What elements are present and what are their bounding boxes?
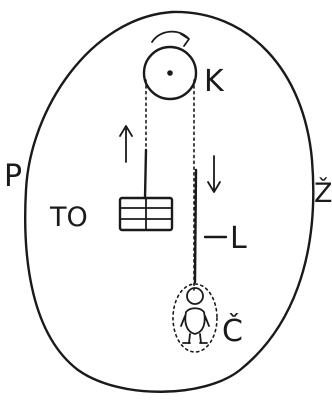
rotation-arc xyxy=(152,32,188,42)
rope-right-solid xyxy=(195,170,196,282)
label-z: Ž xyxy=(314,177,332,209)
person-figure xyxy=(181,288,209,343)
rope-left-solid xyxy=(145,150,146,198)
person-enclosure xyxy=(173,284,217,352)
label-k: K xyxy=(204,64,225,99)
pulley-axle xyxy=(167,70,173,76)
counterweight-box xyxy=(120,198,172,230)
label-to: TO xyxy=(49,202,88,233)
label-c: Č xyxy=(222,312,243,349)
label-l: L xyxy=(230,221,247,256)
rotation-arrowhead xyxy=(181,34,189,46)
label-p: P xyxy=(4,159,22,194)
